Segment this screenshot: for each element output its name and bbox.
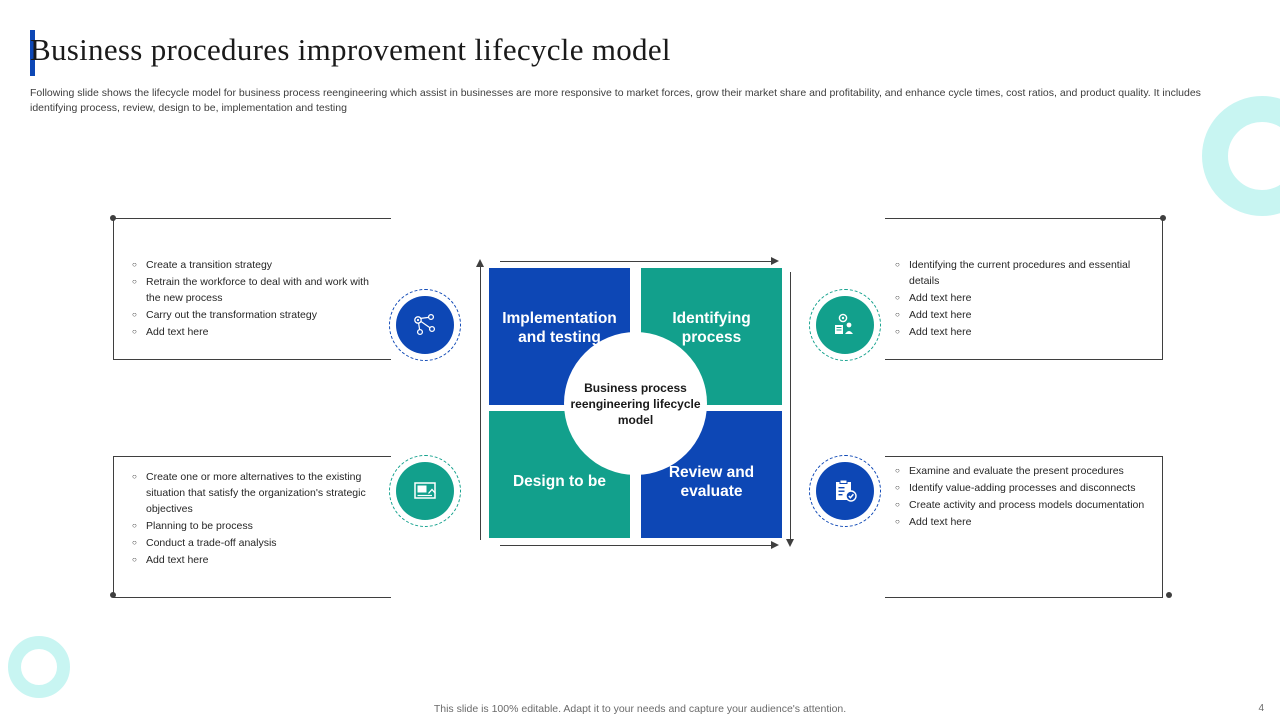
decorative-ring-bottom-left — [8, 636, 70, 698]
list-item: ○Add text here — [895, 309, 972, 321]
list-item: ○Create one or more alternatives to the … — [132, 471, 366, 515]
connector-dot-top-right — [1160, 215, 1166, 221]
list-item: ○Create activity and process models docu… — [895, 499, 1145, 511]
panel-top-left-list: ○Create a transition strategy ○Retrain t… — [132, 257, 380, 341]
panel-bottom-right-list: ○Examine and evaluate the present proced… — [895, 463, 1145, 531]
badge-bottom-right — [816, 462, 874, 520]
bullet-marker: ○ — [132, 555, 137, 564]
arrow-right-head-icon — [786, 539, 794, 547]
badge-ring-bottom-left — [389, 455, 461, 527]
bullet-marker: ○ — [132, 310, 137, 319]
badge-bottom-left — [396, 462, 454, 520]
bullet-marker: ○ — [132, 260, 137, 269]
bullet-marker: ○ — [132, 472, 137, 481]
bullet-marker: ○ — [132, 277, 137, 286]
connector-dot-top-left — [110, 215, 116, 221]
bullet-marker: ○ — [895, 466, 900, 475]
center-circle-label: Business process reengineering lifecycle… — [564, 332, 707, 475]
list-item: ○Retrain the workforce to deal with and … — [132, 276, 369, 304]
connector-top-left-bracket — [113, 218, 391, 360]
bullet-marker: ○ — [895, 293, 900, 302]
page-subtitle: Following slide shows the lifecycle mode… — [30, 87, 1201, 114]
bullet-marker: ○ — [132, 327, 137, 336]
bullet-marker: ○ — [895, 517, 900, 526]
badge-top-left — [396, 296, 454, 354]
list-item: ○Create a transition strategy — [132, 259, 273, 271]
footer-note: This slide is 100% editable. Adapt it to… — [433, 703, 847, 715]
arrow-top-line — [500, 261, 772, 262]
list-item: ○Identify value-adding processes and dis… — [895, 482, 1136, 494]
arrow-left-head-icon — [476, 259, 484, 267]
list-item: ○Add text here — [895, 516, 972, 528]
badge-top-right — [816, 296, 874, 354]
bullet-marker: ○ — [895, 327, 900, 336]
connector-dot-bottom-right — [1166, 592, 1172, 598]
list-item: ○Add text here — [895, 326, 972, 338]
page-title: Business procedures improvement lifecycl… — [30, 32, 671, 67]
bullet-marker: ○ — [895, 260, 900, 269]
list-item: ○Examine and evaluate the present proced… — [895, 465, 1124, 477]
badge-ring-top-left — [389, 289, 461, 361]
arrow-bottom-head-icon — [771, 541, 779, 549]
panel-bottom-left-list: ○Create one or more alternatives to the … — [132, 469, 382, 569]
bullet-marker: ○ — [895, 500, 900, 509]
bullet-marker: ○ — [895, 310, 900, 319]
badge-ring-bottom-right — [809, 455, 881, 527]
panel-top-right-list: ○Identifying the current procedures and … — [895, 257, 1145, 341]
arrow-bottom-line — [500, 545, 772, 546]
list-item: ○Add text here — [895, 292, 972, 304]
bullet-marker: ○ — [132, 538, 137, 547]
connector-bottom-right-bracket — [885, 456, 1163, 598]
bullet-marker: ○ — [132, 521, 137, 530]
list-item: ○Conduct a trade-off analysis — [132, 537, 277, 549]
checklist-clipboard-icon — [836, 479, 857, 502]
design-document-icon — [414, 482, 436, 499]
network-strategy-icon — [414, 313, 436, 336]
list-item: ○Add text here — [132, 326, 209, 338]
bullet-marker: ○ — [895, 483, 900, 492]
arrow-left-line — [480, 266, 481, 540]
list-item: ○Planning to be process — [132, 520, 253, 532]
arrow-right-line — [790, 272, 791, 540]
arrow-top-head-icon — [771, 257, 779, 265]
connector-top-right-bracket — [885, 218, 1163, 360]
list-item: ○Identifying the current procedures and … — [895, 259, 1131, 287]
title-accent-bar — [30, 30, 35, 76]
badge-ring-top-right — [809, 289, 881, 361]
list-item: ○Add text here — [132, 554, 209, 566]
people-gear-icon — [835, 313, 853, 334]
page-number: 4 — [1258, 703, 1264, 714]
connector-dot-bottom-left — [110, 592, 116, 598]
list-item: ○Carry out the transformation strategy — [132, 309, 317, 321]
connector-bottom-left-bracket — [113, 456, 391, 598]
